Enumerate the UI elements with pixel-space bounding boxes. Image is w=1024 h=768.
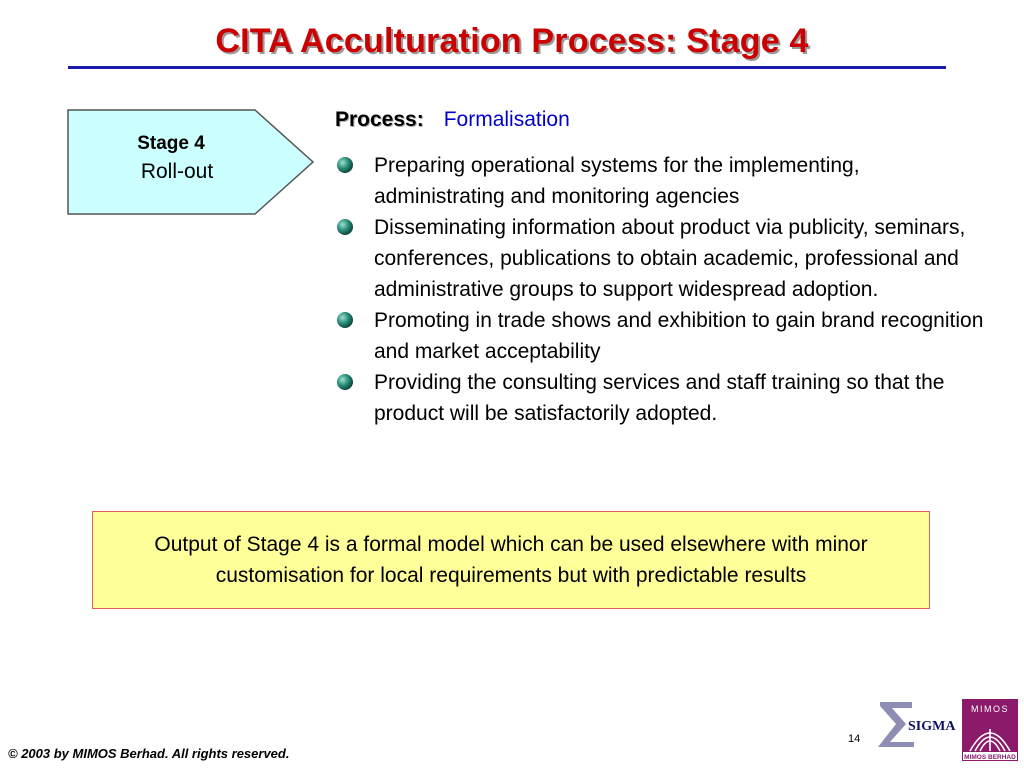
bullet-sphere-icon (337, 312, 353, 328)
bullet-item: Preparing operational systems for the im… (336, 150, 996, 212)
bullet-item: Promoting in trade shows and exhibition … (336, 305, 996, 367)
sigma-logo-icon: SIGMA (878, 702, 956, 747)
stage-pentagon-arrow (67, 109, 315, 215)
process-heading: Process: Formalisation (335, 108, 570, 132)
bullet-sphere-icon (337, 374, 353, 390)
process-value: Formalisation (443, 108, 570, 131)
bullet-text: Preparing operational systems for the im… (374, 154, 860, 208)
bullet-sphere-icon (337, 219, 353, 235)
bullet-item: Providing the consulting services and st… (336, 367, 996, 429)
output-summary-box: Output of Stage 4 is a formal model whic… (92, 511, 930, 609)
mimos-logo-icon: MIMOS MIMOS BERHAD (962, 699, 1018, 761)
svg-text:SIGMA: SIGMA (908, 719, 956, 734)
stage-number: Stage 4 (137, 133, 205, 154)
title-underline (68, 66, 946, 69)
copyright-notice: © 2003 by MIMOS Berhad. All rights reser… (8, 746, 290, 761)
bullet-text: Disseminating information about product … (374, 216, 966, 301)
bullet-item: Disseminating information about product … (336, 212, 996, 305)
stage-label: Stage 4 Roll-out (68, 130, 286, 186)
bullet-sphere-icon (337, 157, 353, 173)
stage-name: Roll-out (140, 160, 214, 183)
svg-text:MIMOS BERHAD: MIMOS BERHAD (964, 754, 1016, 761)
bullet-text: Promoting in trade shows and exhibition … (374, 309, 984, 363)
svg-text:MIMOS: MIMOS (971, 704, 1009, 714)
bullet-text: Providing the consulting services and st… (374, 371, 945, 425)
page-number: 14 (848, 733, 861, 745)
process-label: Process: (335, 108, 424, 131)
output-summary-text: Output of Stage 4 is a formal model whic… (154, 533, 868, 587)
process-bullet-list: Preparing operational systems for the im… (336, 150, 996, 429)
slide-title: CITA Acculturation Process: Stage 4 (215, 22, 809, 60)
